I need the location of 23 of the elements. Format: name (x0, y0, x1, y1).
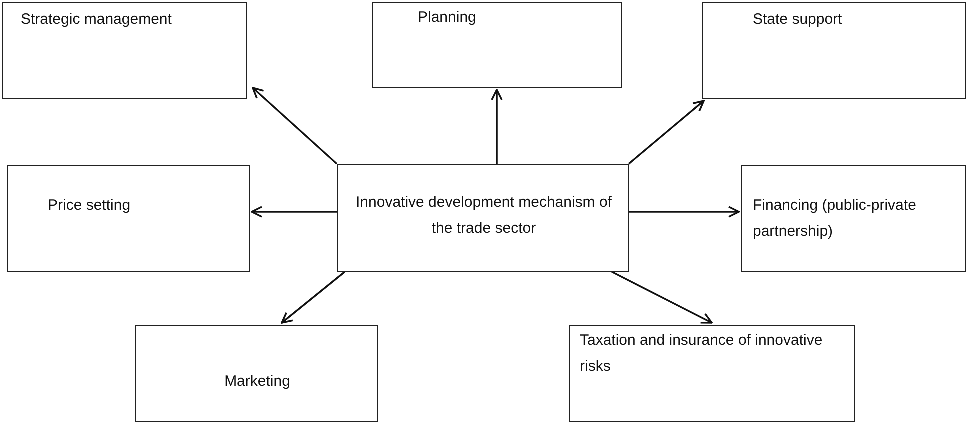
arrow (628, 100, 705, 165)
arrow (252, 87, 338, 165)
box-label: Strategic management (21, 10, 173, 30)
box-label: Price setting (48, 196, 132, 216)
process-box (372, 2, 622, 88)
process-box (569, 325, 855, 422)
process-box (2, 2, 247, 99)
arrow (629, 206, 740, 218)
process-box (741, 165, 966, 272)
process-box (702, 2, 966, 99)
arrow (491, 89, 503, 164)
box-label: Financing (public-private partnership) (753, 196, 918, 242)
box-label: Taxation and insurance of innovative risks (580, 331, 824, 377)
arrow (281, 271, 346, 324)
process-box (7, 165, 250, 272)
process-box (135, 325, 378, 422)
box-label: Planning (418, 8, 478, 28)
arrow (612, 271, 713, 324)
box-label: Marketing (224, 372, 292, 392)
arrow (251, 206, 337, 218)
center-label: Innovative development mechanism of the trade sector (355, 193, 613, 239)
process-box (337, 164, 629, 272)
box-label: State support (753, 10, 844, 30)
